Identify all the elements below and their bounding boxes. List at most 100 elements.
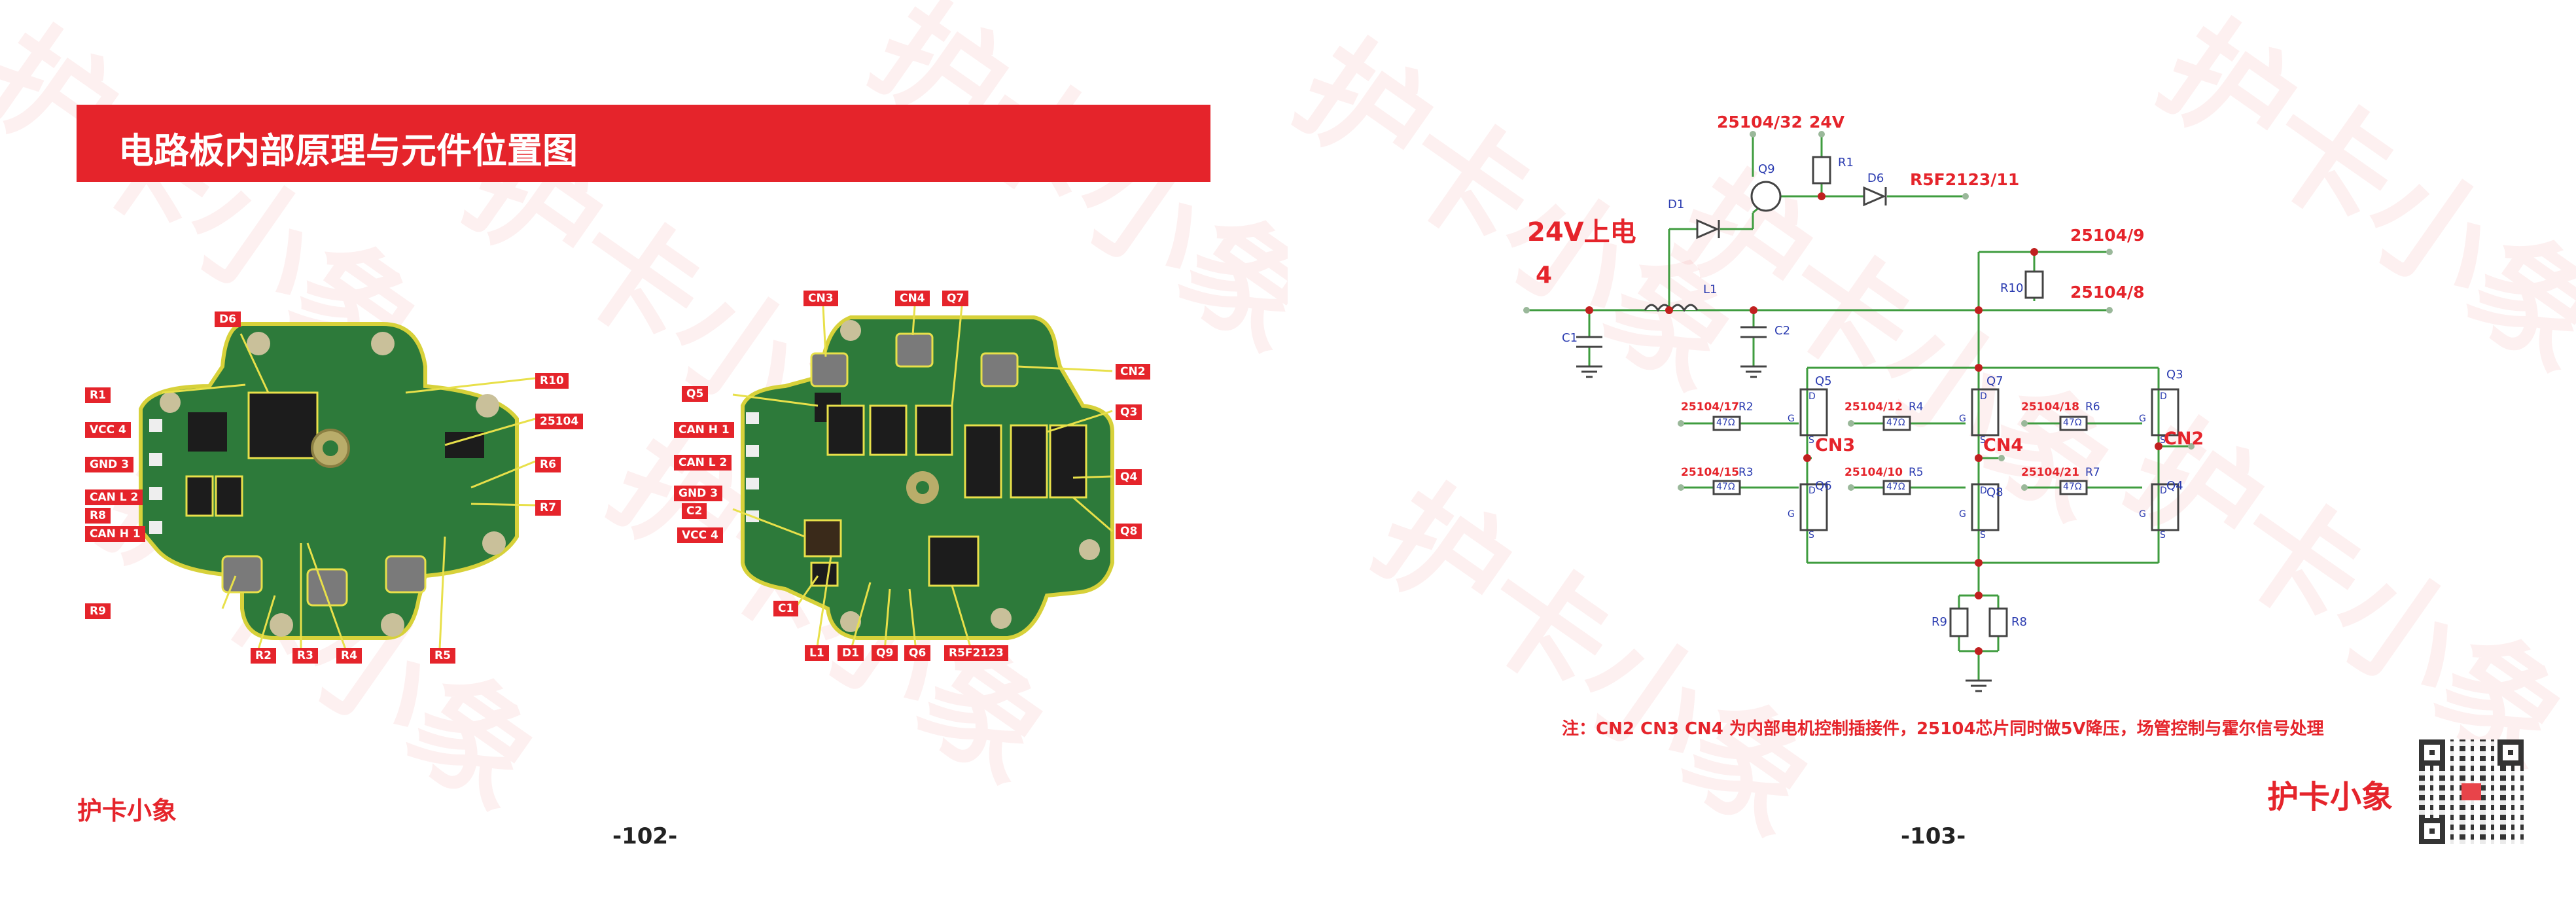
- callout-r4: R4: [336, 648, 362, 664]
- pin-g: G: [1788, 414, 1795, 424]
- pin-d: D: [1808, 391, 1816, 402]
- label-25104-18: 25104/18: [2021, 400, 2080, 414]
- pin-g: G: [1788, 509, 1795, 520]
- label-r6: R6: [2085, 400, 2100, 414]
- callout-q7: Q7: [942, 291, 969, 306]
- pin-g: G: [1959, 414, 1966, 424]
- pcb-board-a: [139, 322, 536, 650]
- callout-25104: 25104: [535, 414, 584, 429]
- pin-d: D: [2160, 391, 2167, 402]
- value-r2: 47Ω: [1716, 418, 1735, 428]
- brand-logo: 护卡小象: [2267, 779, 2393, 815]
- label-r5: R5: [1909, 466, 1924, 479]
- callout-gnd3: GND 3: [85, 457, 134, 472]
- pin-g: G: [1959, 509, 1966, 520]
- callout-q3: Q3: [1116, 404, 1142, 420]
- qr-code: [2419, 739, 2524, 844]
- label-r1: R1: [1838, 156, 1854, 169]
- label-25104-17: 25104/17: [1681, 400, 1740, 414]
- schematic-diagram: [1523, 131, 2195, 692]
- callout-c1: C1: [773, 601, 799, 616]
- callout-r2: R2: [251, 648, 276, 664]
- label-d1: D1: [1668, 198, 1685, 211]
- label-25104-21: 25104/21: [2021, 466, 2080, 479]
- label-q5: Q5: [1815, 374, 1832, 388]
- label-c1: C1: [1562, 331, 1578, 345]
- callout-r9: R9: [85, 603, 111, 619]
- note-text: 注：CN2 CN3 CN4 为内部电机控制插接件，25104芯片同时做5V降压，…: [1562, 719, 2324, 739]
- pin-d: D: [1980, 486, 1987, 496]
- label-q9: Q9: [1758, 162, 1775, 176]
- label-l1: L1: [1703, 283, 1718, 296]
- page-number: -103-: [1901, 823, 1966, 849]
- pin-d: D: [2160, 486, 2167, 496]
- callout-d6: D6: [215, 311, 241, 327]
- callout-q5: Q5: [682, 386, 709, 402]
- callout-l1: L1: [805, 645, 829, 661]
- pcb-board-b: [732, 306, 1114, 652]
- pin-d: D: [1980, 391, 1987, 402]
- pin-s: S: [1808, 435, 1814, 446]
- label-q7: Q7: [1986, 374, 2003, 388]
- label-d6: D6: [1867, 171, 1884, 185]
- pin-s: S: [2160, 435, 2166, 446]
- page-title: 电路板内部原理与元件位置图: [118, 130, 578, 171]
- label-q3: Q3: [2166, 368, 2183, 382]
- page-102: 护卡小象 护卡小象 护卡小象 护卡小象 护卡小象 电路板内部原理与元件位置图: [0, 0, 1288, 849]
- pin-s: S: [1980, 435, 1986, 446]
- label-25104-9: 25104/9: [2070, 226, 2145, 245]
- callout-gnd3: GND 3: [674, 486, 723, 501]
- callout-q8: Q8: [1116, 524, 1142, 539]
- pin-s: S: [2160, 530, 2166, 541]
- callout-r1: R1: [85, 387, 111, 403]
- value-r5: 47Ω: [1886, 482, 1905, 492]
- value-r4: 47Ω: [1886, 418, 1905, 428]
- label-q8: Q8: [1986, 486, 2003, 499]
- callout-r8: R8: [85, 508, 111, 524]
- label-q6: Q6: [1815, 479, 1832, 493]
- callout-canh1: CAN H 1: [85, 526, 145, 542]
- label-cn3: CN3: [1815, 435, 1856, 455]
- pin-d: D: [1808, 486, 1816, 496]
- label-25104-8: 25104/8: [2070, 283, 2145, 302]
- label-r10: R10: [2000, 281, 2024, 295]
- brand-logo: 护卡小象: [77, 796, 177, 825]
- value-r6: 47Ω: [2063, 418, 2082, 428]
- label-25104-32: 25104/32: [1717, 113, 1803, 132]
- label-r4: R4: [1909, 400, 1924, 414]
- callout-r10: R10: [535, 373, 569, 389]
- callout-canl2: CAN L 2: [674, 455, 732, 471]
- callout-q9: Q9: [872, 645, 898, 661]
- callout-r5: R5: [430, 648, 455, 664]
- label-r7: R7: [2085, 466, 2100, 479]
- pcb-photos: [139, 306, 1114, 652]
- callout-cn3: CN3: [803, 291, 838, 306]
- callout-d1: D1: [838, 645, 864, 661]
- callout-c2: C2: [682, 503, 707, 519]
- pin-g: G: [2139, 414, 2146, 424]
- callout-q4: Q4: [1116, 469, 1142, 485]
- callout-q6: Q6: [904, 645, 931, 661]
- value-r3: 47Ω: [1716, 482, 1735, 492]
- page-number: -102-: [612, 823, 678, 849]
- label-r5f2123-11: R5F2123/11: [1910, 170, 2020, 189]
- qr-logo-badge: [2461, 783, 2481, 800]
- callout-vcc4: VCC 4: [85, 422, 131, 438]
- callout-r7: R7: [535, 500, 561, 516]
- label-r2: R2: [1738, 400, 1754, 414]
- callout-r3: R3: [292, 648, 318, 664]
- label-r3: R3: [1738, 466, 1754, 479]
- label-25104-12: 25104/12: [1844, 400, 1903, 414]
- power-label: 24V上电: [1527, 217, 1636, 247]
- pin-s: S: [1808, 530, 1814, 541]
- label-r9: R9: [1932, 615, 1947, 629]
- label-c2: C2: [1774, 324, 1791, 338]
- label-25104-15: 25104/15: [1681, 466, 1740, 479]
- power-pin: 4: [1536, 262, 1553, 289]
- pin-g: G: [2139, 509, 2146, 520]
- label-cn4: CN4: [1983, 435, 2024, 455]
- label-cn2: CN2: [2164, 429, 2204, 449]
- label-q4: Q4: [2166, 479, 2183, 493]
- label-25104-10: 25104/10: [1844, 466, 1903, 479]
- callout-cn2: CN2: [1116, 364, 1150, 380]
